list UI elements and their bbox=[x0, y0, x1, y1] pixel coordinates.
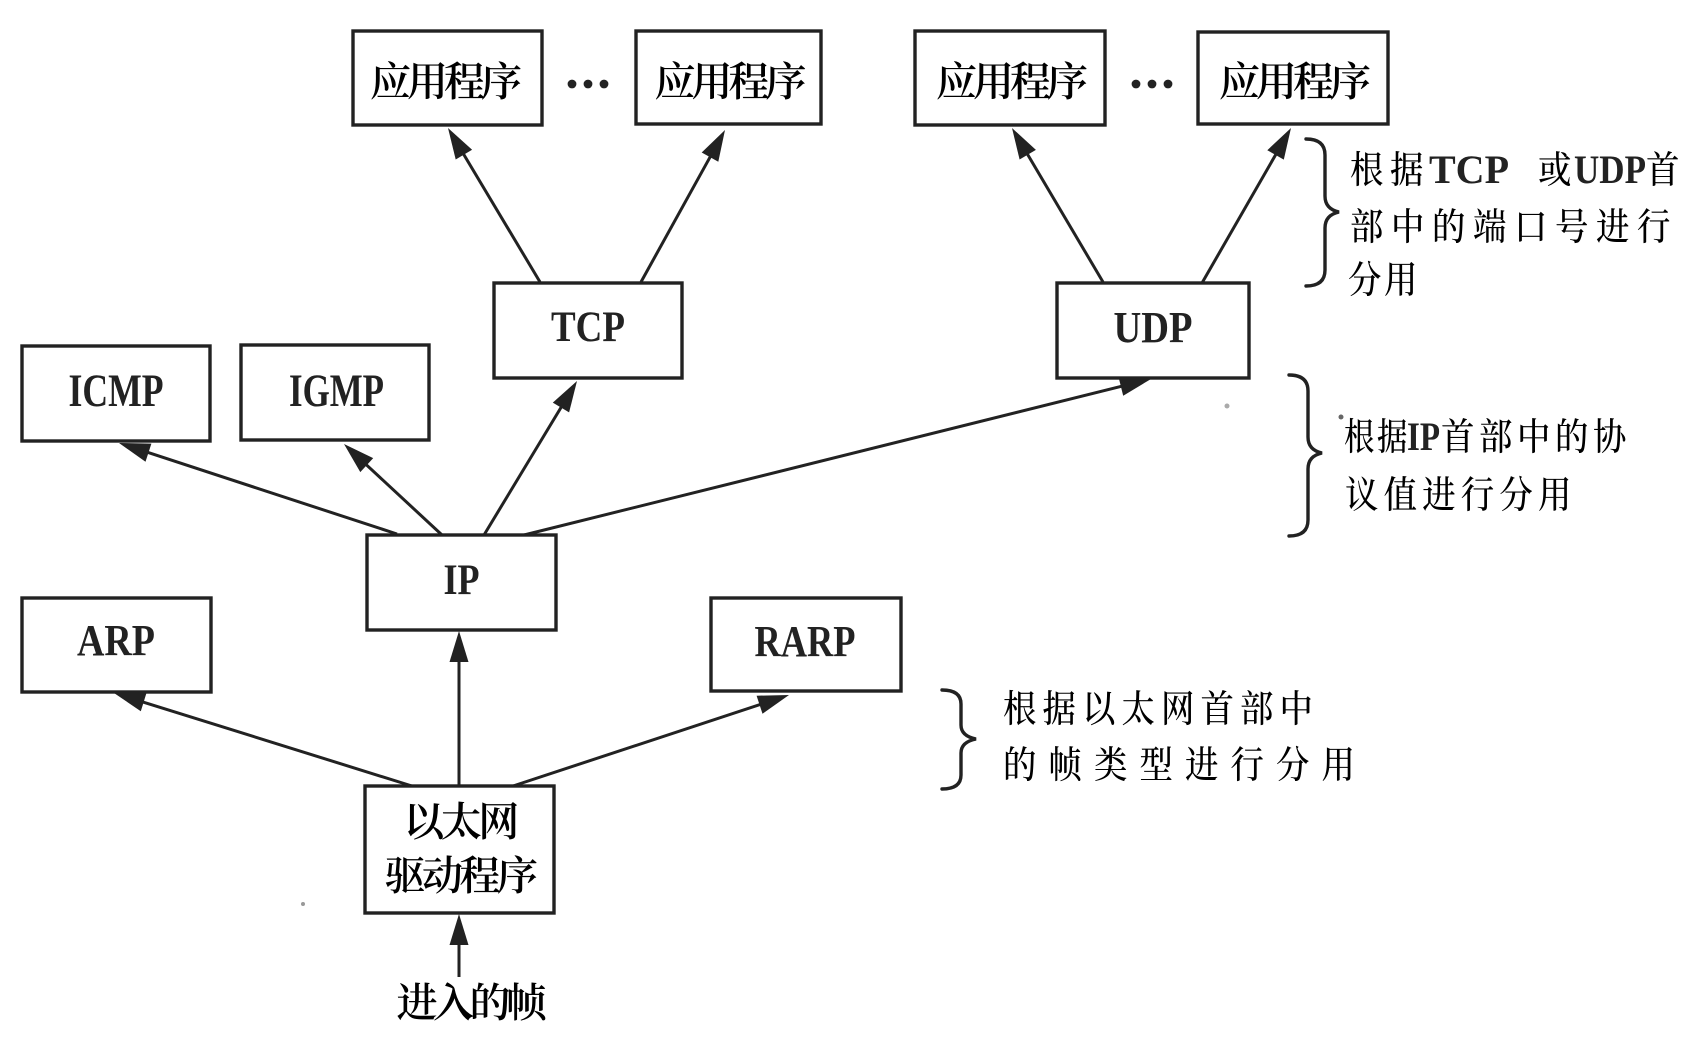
svg-text:IP: IP bbox=[1407, 414, 1440, 459]
svg-text:IGMP: IGMP bbox=[289, 365, 384, 417]
svg-text:ARP: ARP bbox=[77, 616, 155, 665]
svg-text:IP: IP bbox=[444, 557, 480, 604]
svg-text:RARP: RARP bbox=[755, 617, 856, 666]
svg-text:TCP: TCP bbox=[1429, 147, 1509, 192]
svg-text:UDP: UDP bbox=[1114, 303, 1193, 352]
svg-text:ICMP: ICMP bbox=[69, 365, 164, 417]
svg-text:UDP: UDP bbox=[1574, 147, 1646, 192]
svg-text:TCP: TCP bbox=[551, 304, 625, 351]
